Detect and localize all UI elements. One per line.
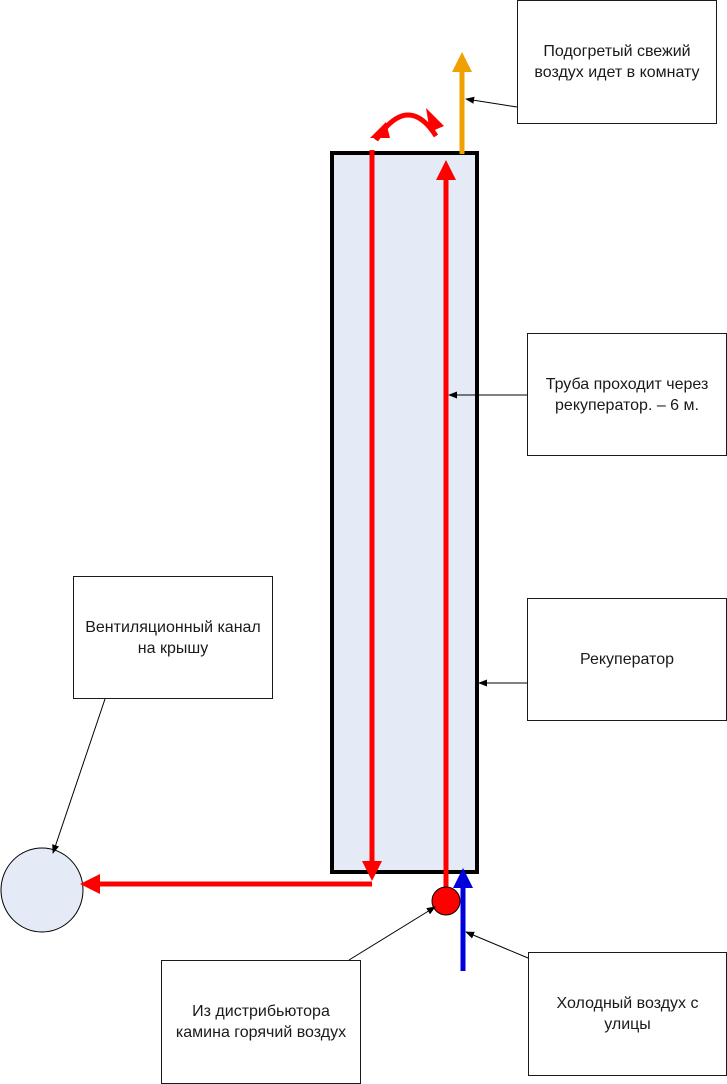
label-ventilation-channel: Вентиляционный канал на крышу [73,576,273,699]
ventilation-duct-circle [0,847,84,933]
callout-ventilation [52,698,106,854]
label-warm-air-to-room: Подогретый свежий воздух идет в комнату [517,0,717,124]
label-pipe-length: Труба проходит через рекуператор. – 6 м. [527,333,727,456]
callout-warm-air [465,96,518,108]
recuperator-body [330,151,479,874]
label-recuperator-text: Рекуператор [580,651,674,668]
label-hot-air-source: Из дистрибьютора камина горячий воздух [161,960,361,1084]
hot-air-arc-arrowhead-left [370,122,390,138]
label-cold-air-source: Холодный воздух с улицы [528,952,727,1076]
callout-cold-air [465,931,529,959]
label-ventilation-channel-text: Вентиляционный канал на крышу [85,618,261,657]
label-hot-air-source-text: Из дистрибьютора камина горячий воздух [175,1003,347,1041]
callout-hot-air [348,906,436,961]
label-pipe-length-text: Труба проходит через рекуператор. – 6 м. [545,375,709,414]
label-warm-air-to-room-text: Подогретый свежий воздух идет в комнату [534,43,700,81]
hot-air-inlet [431,886,461,916]
label-cold-air-source-text: Холодный воздух с улицы [556,995,699,1033]
label-recuperator: Рекуператор [527,598,727,721]
hot-air-arc-arrowhead-right [426,108,444,132]
